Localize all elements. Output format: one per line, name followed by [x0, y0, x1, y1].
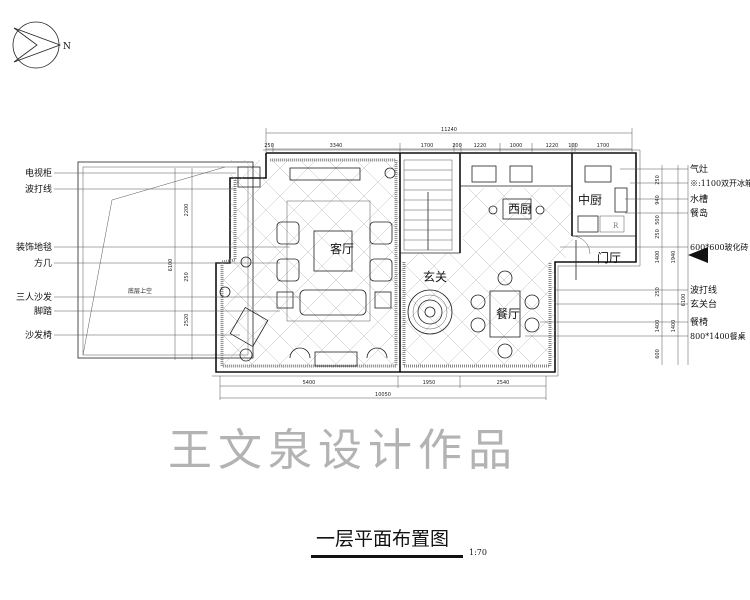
label-dining-island: 餐岛: [690, 207, 708, 219]
title-underline: [311, 555, 463, 558]
room-label-chinese-kitchen: 中厨: [578, 192, 602, 207]
dimension-label: 200: [452, 143, 462, 149]
dimension-label: 250: [655, 229, 661, 239]
dimension-label: 1220: [546, 143, 559, 149]
label-fridge: ※:1100双开冰箱: [690, 178, 750, 188]
dimension-label: 250: [655, 175, 661, 185]
dimension-label: 1400: [671, 320, 677, 333]
sofa-chair: [229, 306, 269, 348]
room-label-entry-hall: 门厅: [597, 250, 621, 265]
dimension-label: 500: [655, 215, 661, 225]
label-three-seat-sofa: 三人沙发: [16, 291, 52, 303]
void-label: 底层上空: [128, 287, 152, 295]
living-room-furniture: [219, 166, 396, 367]
right-annotations: 气灶 ※:1100双开冰箱 水槽 餐岛 600*600玻化砖 波打线 玄关台 餐…: [525, 163, 750, 341]
label-tv-cabinet: 电视柜: [25, 167, 52, 179]
bottom-dimensions: 5400 1950 2540 10050: [219, 376, 547, 400]
label-border-line-right: 波打线: [690, 284, 717, 296]
dimension-label: 100: [568, 143, 578, 149]
dimension-label: 6100: [168, 259, 174, 272]
label-border-line: 波打线: [25, 183, 52, 195]
dimension-label: 10050: [375, 392, 391, 398]
dimension-label: 5400: [303, 380, 316, 386]
label-footstool: 脚踏: [34, 305, 52, 317]
room-label-western-kitchen: 西厨: [508, 202, 532, 216]
right-vertical-dimensions: 250 940 500 250 1400 1940 250 1400 1400 …: [655, 165, 689, 365]
north-arrow-icon: [12, 21, 62, 69]
foyer-table: [407, 289, 453, 335]
dimension-label: 2520: [184, 314, 190, 327]
north-label: N: [63, 42, 71, 52]
room-label-living: 客厅: [330, 241, 354, 256]
decorative-carpet: [286, 200, 371, 322]
kitchen-dining-furniture: [470, 165, 628, 359]
label-dining-chair: 餐椅: [690, 316, 708, 328]
dimension-label: 1000: [510, 143, 523, 149]
tv-cabinet: [237, 166, 261, 188]
dimension-label: 1950: [423, 380, 436, 386]
label-gas-stove: 气灶: [690, 163, 708, 175]
top-dimensions: 11240 250 3340 1700 200 1220 1000 1220 1…: [264, 127, 633, 153]
dimension-label: 3340: [330, 143, 343, 149]
dimension-label: 250: [655, 287, 661, 297]
staircase: [403, 159, 453, 251]
room-label-foyer: 玄关: [423, 269, 447, 284]
section-arrow-icon: [688, 247, 708, 263]
dining-table: [489, 290, 521, 338]
dimension-label: 250: [184, 272, 190, 282]
dimension-label: 600: [655, 349, 661, 359]
dimension-label: 6100: [681, 294, 687, 307]
dimension-label: 1220: [474, 143, 487, 149]
label-sink: 水槽: [690, 193, 708, 205]
label-floor-tile: 600*600玻化砖: [690, 242, 749, 252]
dimension-label: 1700: [421, 143, 434, 149]
dimension-label: 2540: [497, 380, 510, 386]
room-label-dining: 餐厅: [496, 306, 520, 321]
drawing-title: 一层平面布置图: [316, 528, 449, 550]
dimension-label: 250: [264, 143, 274, 149]
dimension-label: 2200: [184, 204, 190, 217]
left-vertical-dimensions: 2200 6100 250 2520: [168, 168, 193, 360]
label-square-table: 方几: [34, 257, 52, 269]
dimension-label: 1940: [671, 251, 677, 264]
watermark: 王文泉设计作品: [168, 425, 518, 476]
label-foyer-console: 玄关台: [690, 298, 717, 310]
fridge-mark: R: [613, 222, 619, 230]
label-dining-table: 800*1400餐桌: [690, 331, 746, 341]
label-decorative-carpet: 装饰地毯: [16, 241, 52, 253]
dimension-label: 1400: [655, 251, 661, 264]
drawing-scale: 1:70: [469, 548, 487, 557]
dimension-label: 11240: [441, 127, 457, 133]
square-table: [276, 291, 294, 309]
dimension-label: 1400: [655, 320, 661, 333]
left-annotations: 电视柜 波打线 装饰地毯 方几 三人沙发 脚踏 沙发椅: [16, 167, 300, 341]
dimension-label: 940: [655, 195, 661, 205]
building-walls: [212, 149, 641, 377]
label-sofa-chair: 沙发椅: [25, 329, 52, 341]
three-seat-sofa: [299, 289, 367, 316]
dimension-label: 1700: [597, 143, 610, 149]
